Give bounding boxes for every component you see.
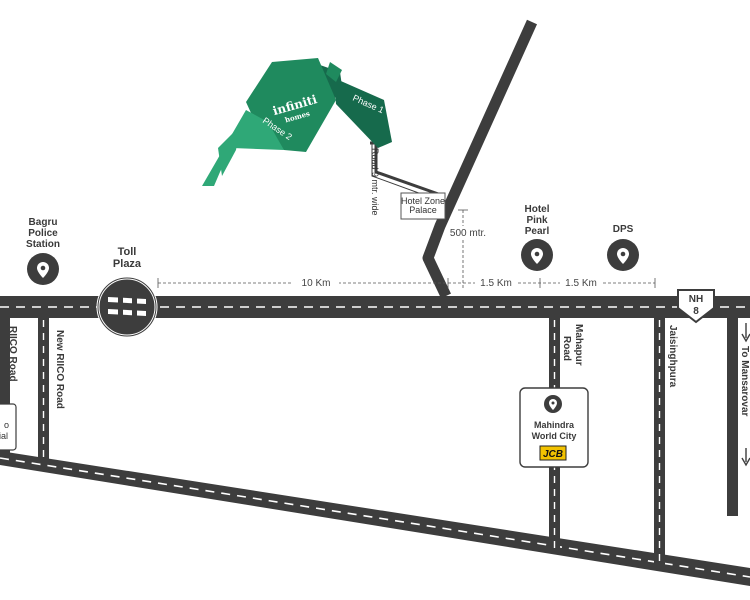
hotel-label-3: Pearl — [525, 226, 550, 237]
bagru-police-marker: Bagru Police Station — [26, 217, 60, 285]
partial-box-line1: o — [4, 420, 9, 430]
hotel-zone-box: Hotel Zone Palace — [400, 192, 446, 220]
mahindra-world-city-box: Mahindra World City JCB — [519, 387, 589, 468]
jcb-logo: JCB — [539, 445, 567, 461]
hotel-zone-line2: Palace — [409, 205, 437, 215]
new-riico-road-label: New RIICO Road — [54, 330, 65, 409]
hotel-label-2: Pink — [526, 215, 548, 226]
road-width-label: Road 9 mtr. wide — [370, 148, 380, 216]
new-riico-road — [38, 318, 49, 460]
hotel-pink-pearl-marker: Hotel Pink Pearl — [521, 204, 553, 271]
highway-nh8 — [0, 296, 750, 318]
mahapur-road-label-2: Road — [561, 336, 572, 361]
project-plot — [202, 58, 392, 186]
nh8-shield: NH 8 — [677, 289, 715, 324]
hotel-zone-line1: Hotel Zone — [401, 196, 445, 206]
toll-label-2: Plaza — [113, 258, 142, 270]
distance-500m-label: 500 mtr. — [450, 228, 486, 239]
bagru-label-2: Police — [28, 228, 58, 239]
riico-road-label: RIICO Road — [7, 326, 18, 382]
to-mansarovar-label: To Mansarovar — [739, 346, 750, 416]
mahapur-road-label-1: Mahapur — [573, 324, 584, 366]
distance-500m: 500 mtr. — [447, 209, 489, 290]
jaisinghpura-road — [654, 318, 665, 568]
to-mansarovar-direction: To Mansarovar — [739, 323, 750, 467]
distance-1-5km-a: 1.5 Km — [480, 278, 512, 289]
nh-label: NH — [689, 294, 703, 305]
location-pin-icon — [531, 248, 543, 264]
location-pin-icon — [617, 248, 629, 264]
location-pin-icon — [37, 262, 49, 278]
jcb-text: JCB — [543, 449, 563, 460]
partial-box-line2: rial — [0, 431, 8, 441]
mansarovar-road — [727, 318, 738, 516]
distance-1-5km-b: 1.5 Km — [565, 278, 597, 289]
toll-plaza — [96, 276, 158, 338]
diagonal-road-north — [422, 19, 538, 299]
distance-10km: 10 Km — [302, 278, 331, 289]
bottom-diagonal-road — [0, 451, 750, 586]
jaisinghpura-label: Jaisinghpura — [667, 325, 678, 388]
bagru-label-1: Bagru — [29, 217, 58, 228]
bagru-label-3: Station — [26, 239, 60, 250]
mahindra-label-2: World City — [532, 431, 577, 441]
mahindra-label-1: Mahindra — [534, 420, 575, 430]
location-pin-icon — [549, 399, 557, 410]
partial-landmark-box: o rial — [0, 403, 17, 451]
dps-marker: DPS — [607, 224, 639, 271]
toll-label-1: Toll — [118, 246, 137, 258]
dps-label: DPS — [613, 224, 634, 235]
hotel-label-1: Hotel — [525, 204, 550, 215]
service-road — [370, 141, 445, 201]
distance-lines: 10 Km 1.5 Km 1.5 Km — [157, 276, 656, 290]
nh-number: 8 — [693, 306, 699, 317]
riico-road — [0, 318, 10, 455]
